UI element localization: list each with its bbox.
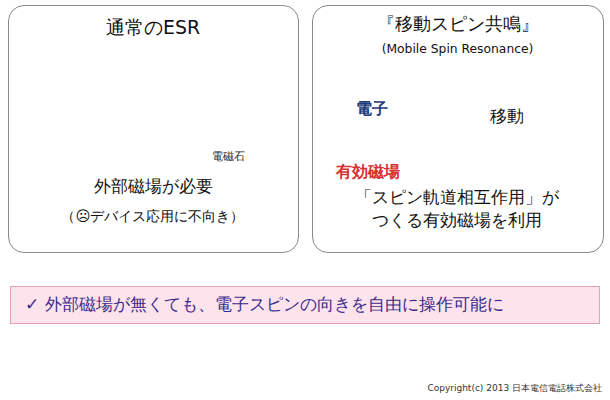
panel-text: （☹デバイス応用に不向き）	[61, 208, 244, 225]
panel-text: (Mobile Spin Resonance)	[382, 42, 534, 57]
field-label: 有効磁場	[336, 162, 400, 181]
panel-title: 通常のESR	[106, 16, 200, 39]
part-label: 電磁石	[212, 150, 245, 163]
panel-title: 『移動スピン共鳴』	[377, 14, 539, 35]
method-panel: 通常のESR 外部磁場が必要 （☹デバイス応用に不向き）	[8, 5, 299, 253]
panel-text: 外部磁場が必要	[94, 176, 213, 196]
summary-text: ✓ 外部磁場が無くても、電子スピンの向きを自由に操作可能に	[25, 294, 504, 314]
copyright-note: Copyright(c) 2013 日本電信電話株式会社	[427, 383, 602, 394]
summary-band: ✓ 外部磁場が無くても、電子スピンの向きを自由に操作可能に	[10, 286, 600, 324]
method-panel: 『移動スピン共鳴』 (Mobile Spin Resonance) 「スピン軌道相互…	[312, 5, 604, 253]
panel-text: 「スピン軌道相互作用」が つくる有効磁場を利用	[327, 186, 587, 232]
particle-label: 電子	[356, 99, 388, 118]
motion-label: 移動	[490, 106, 524, 126]
